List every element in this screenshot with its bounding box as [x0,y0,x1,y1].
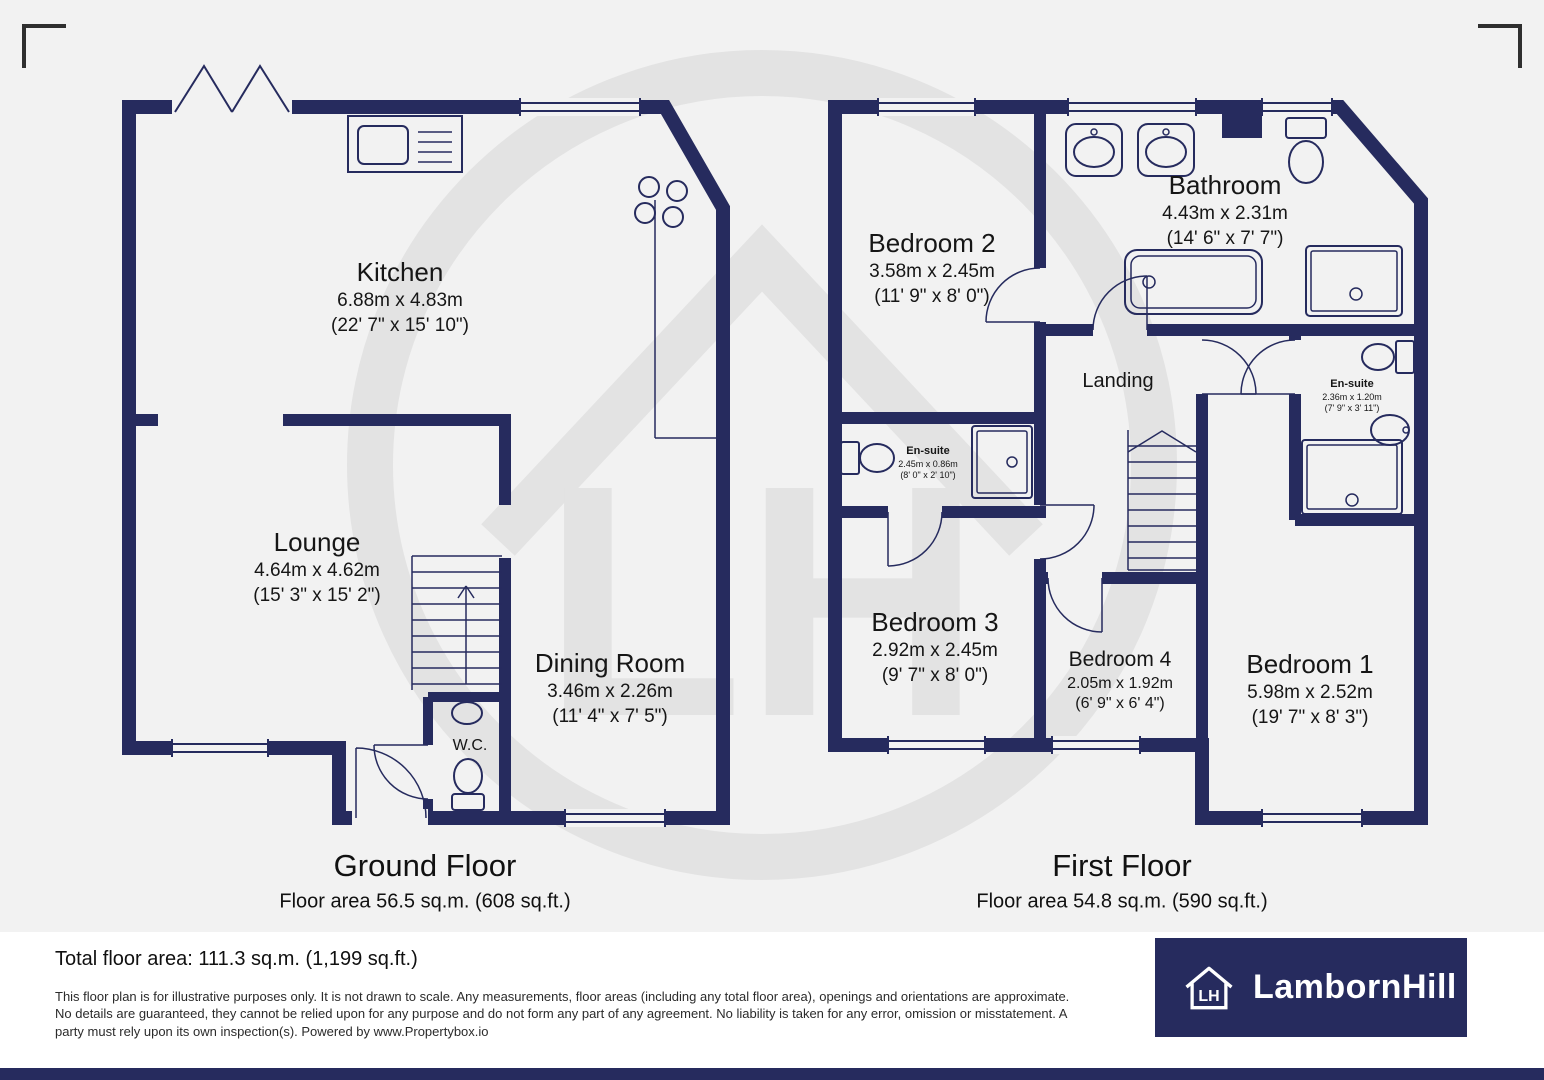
corner-marks [22,24,1522,68]
bathroom-basin-icon [1065,123,1123,177]
kitchen-label: Kitchen 6.88m x 4.83m (22' 7" x 15' 10") [331,256,469,338]
kitchen-sink-icon [347,115,463,173]
room-dims-imperial: (22' 7" x 15' 10") [331,314,469,336]
ensuite2-label: En-suite 2.36m x 1.20m (7' 9" x 3' 11") [1322,378,1382,414]
room-dims-imperial: (11' 4" x 7' 5") [552,705,668,727]
ensuite1-label: En-suite 2.45m x 0.86m (8' 0" x 2' 10") [898,445,958,481]
lambornhill-house-icon: LH [1185,966,1233,1009]
room-dims-metric: 3.46m x 2.26m [547,681,673,703]
lounge-label: Lounge 4.64m x 4.62m (15' 3" x 15' 2") [253,526,380,608]
watermark-logo: LH [347,50,1177,880]
ensuite2-toilet-icon [1361,340,1415,374]
wc-toilet-icon [451,758,485,811]
bathroom-basin2-icon [1137,123,1195,177]
room-dims-imperial: (19' 7" x 8' 3") [1251,706,1369,728]
hob-icon [634,176,688,228]
lambornhill-logo: LH LambornHill [1155,938,1467,1037]
room-name: En-suite [906,444,950,457]
room-dims-metric: 2.45m x 0.86m [898,458,958,469]
wc-basin-icon [451,701,483,725]
disclaimer-text: This floor plan is for illustrative purp… [55,989,1070,1039]
room-dims-imperial: (14' 6" x 7' 7") [1166,227,1284,249]
room-dims-metric: 3.58m x 2.45m [869,261,995,283]
staircase-ground [411,555,502,690]
room-dims-imperial: (11' 9" x 8' 0") [874,285,990,307]
ensuite1-toilet-icon [840,441,895,475]
room-dims-metric: 2.36m x 1.20m [1322,391,1382,402]
room-dims-imperial: (7' 9" x 3' 11") [1324,402,1380,413]
brand-name: LambornHill [1253,968,1457,1006]
first-floor-plan [828,98,1428,827]
room-dims-metric: 5.98m x 2.52m [1247,682,1373,704]
room-dims-imperial: (6' 9" x 6' 4") [1075,695,1165,713]
landing-label: Landing [1082,370,1154,393]
bathroom-shower-icon [1305,245,1403,317]
bedroom1-label: Bedroom 1 5.98m x 2.52m (19' 7" x 8' 3") [1246,648,1373,730]
bathtub-icon [1124,249,1263,315]
room-dims-metric: 4.43m x 2.31m [1162,203,1288,225]
room-name: Bedroom 1 [1246,649,1374,680]
room-name: Bathroom [1168,170,1282,201]
room-dims-metric: 2.92m x 2.45m [872,640,998,662]
room-name: Lounge [273,527,361,558]
total-floor-area: Total floor area: 111.3 sq.m. (1,199 sq.… [55,948,418,970]
ground-floor-area: Floor area 56.5 sq.m. (608 sq.ft.) [279,890,571,913]
room-dims-metric: 4.64m x 4.62m [254,560,380,582]
room-dims-metric: 2.05m x 1.92m [1067,674,1173,692]
room-dims-imperial: (9' 7" x 8' 0") [881,664,989,686]
dining-room-label: Dining Room 3.46m x 2.26m (11' 4" x 7' 5… [535,647,685,729]
watermark-monogram: LH [542,416,982,785]
bedroom4-label: Bedroom 4 2.05m x 1.92m (6' 9" x 6' 4") [1067,647,1173,715]
room-name: Bedroom 2 [868,228,996,259]
first-floor-doors [887,267,1296,633]
ground-floor-doors [352,744,429,827]
room-name: Bedroom 4 [1068,648,1172,672]
staircase-first [1127,430,1197,571]
bottom-bar [0,1068,1544,1080]
ensuite2-shower-icon [1301,439,1403,515]
ground-floor-windows [171,64,666,827]
room-name: Dining Room [534,648,686,679]
room-dims-imperial: (15' 3" x 15' 2") [253,584,381,606]
ground-floor-walls [122,100,730,825]
room-name: Bedroom 3 [871,607,999,638]
first-floor-title: First Floor [1052,848,1192,883]
first-floor-windows [877,98,1363,827]
ground-floor-plan [122,64,730,827]
first-floor-area: Floor area 54.8 sq.m. (590 sq.ft.) [976,890,1268,913]
room-name: Kitchen [356,257,444,288]
room-name: En-suite [1330,377,1374,390]
bathroom-toilet-icon [1285,117,1327,184]
room-dims-imperial: (8' 0" x 2' 10") [900,469,956,480]
bedroom2-label: Bedroom 2 3.58m x 2.45m (11' 9" x 8' 0") [868,227,995,309]
wc-label: W.C. [452,736,488,754]
kitchen-counter [654,200,716,439]
logo-monogram: LH [1198,988,1219,1005]
ground-floor-title: Ground Floor [333,848,517,883]
bathroom-label: Bathroom 4.43m x 2.31m (14' 6" x 7' 7") [1162,169,1288,251]
bedroom3-label: Bedroom 3 2.92m x 2.45m (9' 7" x 8' 0") [871,606,998,688]
room-dims-metric: 6.88m x 4.83m [337,290,463,312]
ensuite1-shower-icon [971,425,1033,499]
